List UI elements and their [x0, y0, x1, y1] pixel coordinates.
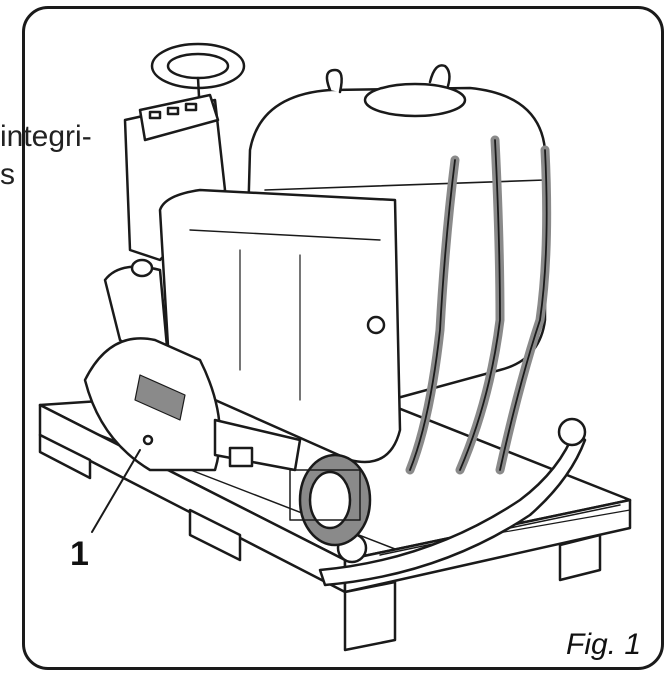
machine-body — [103, 64, 547, 464]
brush-deck — [213, 418, 302, 472]
callout-number: 1 — [70, 535, 89, 573]
squeegee — [318, 417, 587, 587]
figure-caption: Fig. 1 — [566, 628, 642, 661]
wheel — [289, 453, 372, 547]
document-bag — [83, 337, 222, 472]
callout-leader — [91, 449, 141, 533]
cut-off-text-line: integri- — [0, 120, 92, 153]
cut-off-text-line: s — [0, 158, 15, 191]
